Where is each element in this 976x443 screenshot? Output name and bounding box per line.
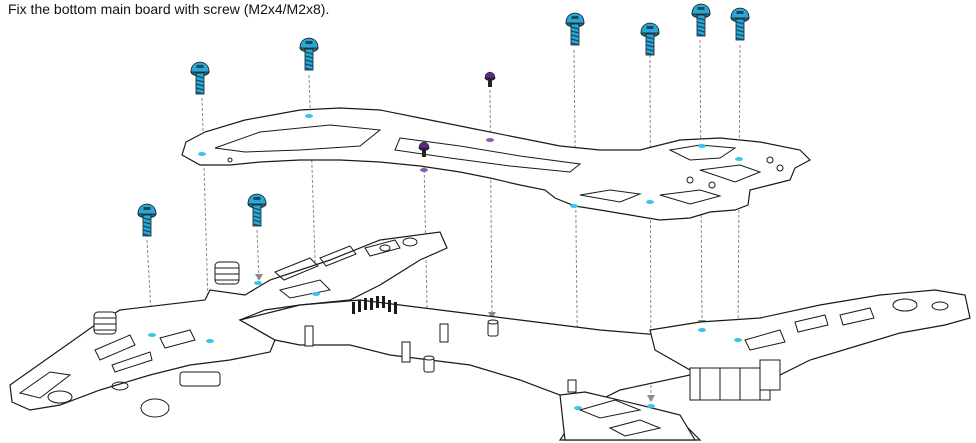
standoffs xyxy=(304,319,577,393)
purple-small-screw-icon xyxy=(484,71,496,88)
motors xyxy=(93,261,781,418)
blue-hex-socket-screw-icon xyxy=(730,7,750,41)
blue-hex-socket-screw-icon xyxy=(247,193,267,227)
frame-cutouts xyxy=(18,237,949,437)
instruction-caption: Fix the bottom main board with screw (M2… xyxy=(8,1,330,17)
blue-hex-socket-screw-icon xyxy=(640,22,660,56)
blue-hex-socket-screw-icon xyxy=(565,12,585,46)
blue-hex-socket-screw-icon xyxy=(691,3,711,37)
blue-hex-socket-screw-icon xyxy=(299,37,319,71)
pin-headers xyxy=(352,296,397,314)
top-plate-cutouts xyxy=(214,124,784,205)
blue-hex-socket-screw-icon xyxy=(190,61,210,95)
hole-markers xyxy=(148,114,743,410)
blue-hex-socket-screw-icon xyxy=(137,203,157,237)
